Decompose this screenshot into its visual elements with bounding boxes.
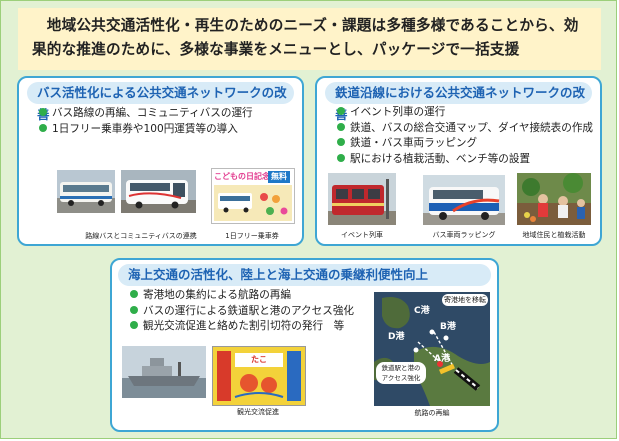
bullet-icon [337, 138, 345, 146]
poster-headline: たこ [251, 355, 267, 364]
route-map: C港 B港 D港 A港 寄港地を移転 鉄道駅と港の アクセス強化 [374, 292, 490, 406]
bullet-icon [130, 321, 138, 329]
panel-rail: 鉄道沿線における公共交通ネットワークの改善 イベント列車の運行 鉄道、バスの総合… [315, 76, 602, 246]
panel-bus: バス活性化による公共交通ネットワークの改善 バス路線の再編、コミュニティバスの運… [17, 76, 304, 246]
list-item: 鉄道・バス車両ラッピング [337, 136, 593, 152]
panel-rail-bullets: イベント列車の運行 鉄道、バスの総合交通マップ、ダイヤ接続表の作成 鉄道・バス車… [337, 105, 593, 167]
bullet-icon [130, 290, 138, 298]
caption-event-train: イベント列車 [341, 231, 383, 239]
bullet-icon [39, 108, 47, 116]
panel-sea-bullets: 寄港地の集約による航路の再編 バスの運行による鉄道駅と港のアクセス強化 観光交流… [130, 288, 354, 335]
caption-ticket: 1日フリー乗車券 [225, 232, 279, 240]
photo-event-train [328, 173, 396, 225]
panel-sea-title: 海上交通の活性化、陸上と海上交通の乗継利便性向上 [118, 264, 491, 286]
ticket-badge: 無料 [268, 171, 290, 183]
list-item: 寄港地の集約による航路の再編 [130, 288, 354, 304]
photo-tourism-poster: たこ [212, 346, 306, 406]
map-label-port-c: C港 [414, 306, 430, 316]
bullet-icon [337, 153, 345, 162]
bullet-icon [337, 107, 345, 115]
map-callout-access: 鉄道駅と港の アクセス強化 [376, 362, 426, 384]
caption-route-map: 航路の再編 [414, 409, 450, 417]
photo-route-bus [57, 170, 115, 213]
list-item: バスの運行による鉄道駅と港のアクセス強化 [130, 304, 354, 320]
list-item: 観光交流促進と絡めた割引切符の発行 等 [130, 319, 354, 335]
list-item: 駅における植栽活動、ベンチ等の設置 [337, 152, 593, 168]
panel-sea: 海上交通の活性化、陸上と海上交通の乗継利便性向上 寄港地の集約による航路の再編 … [110, 258, 499, 432]
photo-ticket: こどもの日記念 無料 [211, 168, 295, 224]
list-item: バス路線の再編、コミュニティバスの運行 [39, 106, 253, 122]
summary-box: 地域公共交通活性化・再生のためのニーズ・課題は多種多様であることから、効果的な推… [18, 8, 601, 70]
panel-rail-title: 鉄道沿線における公共交通ネットワークの改善 [325, 82, 592, 122]
list-item: 1日フリー乗車券や100円運賃等の導入 [39, 122, 253, 138]
photo-ferry [122, 346, 206, 398]
bullet-icon [39, 123, 47, 132]
photo-wrapped-bus [423, 175, 505, 225]
caption-wrapped-bus: バス車両ラッピング [432, 231, 496, 239]
caption-planting: 地域住民と植栽活動 [522, 231, 586, 239]
caption-tourism: 観光交流促進 [237, 408, 279, 416]
photo-community-bus [121, 170, 196, 213]
map-label-port-b: B港 [440, 322, 456, 332]
photo-planting [517, 173, 591, 225]
list-item: イベント列車の運行 [337, 105, 593, 121]
ticket-title: こどもの日記念 [214, 172, 270, 181]
panel-bus-title: バス活性化による公共交通ネットワークの改善 [27, 82, 294, 122]
map-callout-relocation: 寄港地を移転 [442, 294, 488, 306]
caption-bus-link: 路線バスとコミュニティバスの連携 [85, 232, 197, 240]
summary-text: 地域公共交通活性化・再生のためのニーズ・課題は多種多様であることから、効果的な推… [32, 17, 579, 58]
bullet-icon [130, 305, 138, 314]
map-label-port-d: D港 [388, 332, 405, 342]
list-item: 鉄道、バスの総合交通マップ、ダイヤ接続表の作成 [337, 121, 593, 137]
bullet-icon [337, 122, 345, 131]
map-label-port-a: A港 [434, 354, 450, 364]
panel-bus-bullets: バス路線の再編、コミュニティバスの運行 1日フリー乗車券や100円運賃等の導入 [39, 106, 253, 137]
